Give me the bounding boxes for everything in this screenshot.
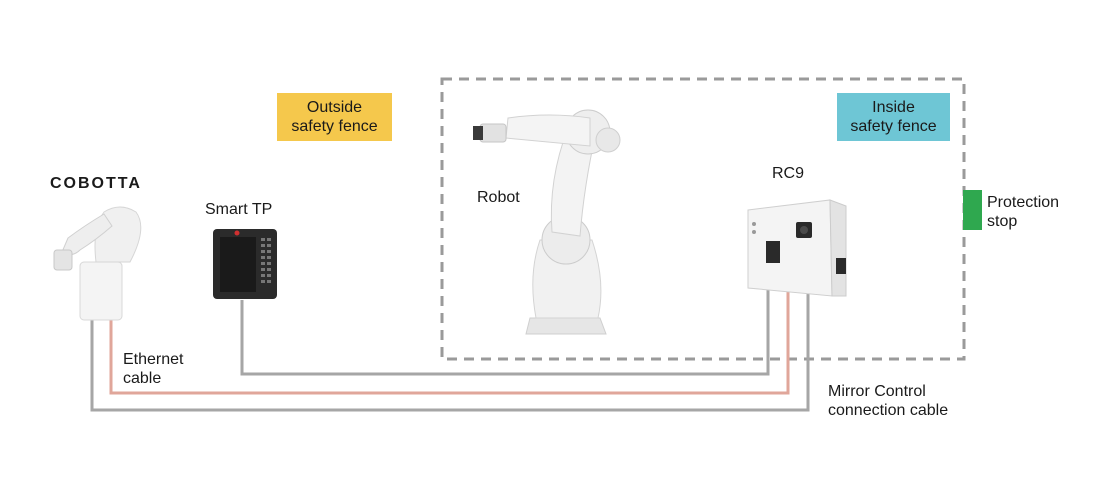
- outside-tag-line1: Outside: [306, 99, 363, 116]
- protection-stop-line2: stop: [987, 213, 1018, 230]
- industrial-robot-image: [473, 109, 621, 335]
- protection-stop-label: Protection stop: [987, 193, 1097, 231]
- inside-safety-fence-tag: Inside safety fence: [837, 93, 950, 141]
- smart-tp-cable: [240, 288, 770, 376]
- mirror-label-line1: Mirror Control: [828, 383, 926, 400]
- mirror-control-cable-label: Mirror Control connection cable: [828, 382, 948, 420]
- mirror-label-line2: connection cable: [828, 402, 949, 419]
- cobotta-robot-image: [53, 206, 142, 321]
- outside-safety-fence-tag: Outside safety fence: [277, 93, 392, 141]
- rc9-controller-image: [747, 199, 847, 297]
- outside-tag-line2: safety fence: [291, 118, 378, 135]
- ethernet-label-line2: cable: [123, 370, 162, 387]
- protection-stop-box: [963, 190, 982, 230]
- ethernet-cable: [109, 288, 790, 395]
- safety-fence-outline: [440, 77, 966, 361]
- smart-tp-label: Smart TP: [205, 201, 273, 218]
- rc9-label: RC9: [772, 165, 805, 182]
- inside-tag-line1: Inside: [872, 99, 915, 116]
- inside-tag-line2: safety fence: [850, 118, 937, 135]
- protection-stop-line1: Protection: [987, 194, 1060, 211]
- smart-tp-image: [213, 229, 277, 299]
- ethernet-cable-label: Ethernet cable: [123, 350, 183, 388]
- robot-label: Robot: [477, 189, 520, 206]
- mirror-control-cable: [90, 288, 810, 412]
- cobotta-logo: COBOTTA: [50, 175, 142, 192]
- ethernet-label-line1: Ethernet: [123, 351, 184, 368]
